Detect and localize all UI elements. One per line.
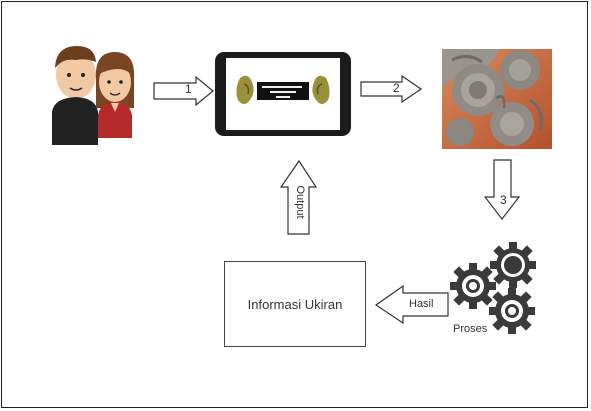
- output-label: Output: [294, 185, 306, 219]
- proses-label: Proses: [453, 323, 488, 335]
- arrow-step-1: [153, 75, 214, 107]
- hasil-label: Hasil: [409, 298, 434, 310]
- gears-icon: [450, 242, 536, 334]
- info-box-text: Informasi Ukiran: [247, 296, 343, 312]
- smartphone-icon: [215, 52, 351, 136]
- stone-carving-image: [442, 49, 552, 149]
- step-1-label: 1: [185, 82, 192, 96]
- info-box: Informasi Ukiran: [224, 261, 366, 347]
- users-icon: [52, 46, 135, 145]
- arrow-step-3: [483, 159, 521, 220]
- arrow-step-2: [360, 74, 423, 104]
- arrow-hasil: [374, 284, 449, 325]
- step-3-label: 3: [500, 193, 507, 207]
- step-2-label: 2: [393, 81, 400, 95]
- arrow-output: [279, 159, 318, 235]
